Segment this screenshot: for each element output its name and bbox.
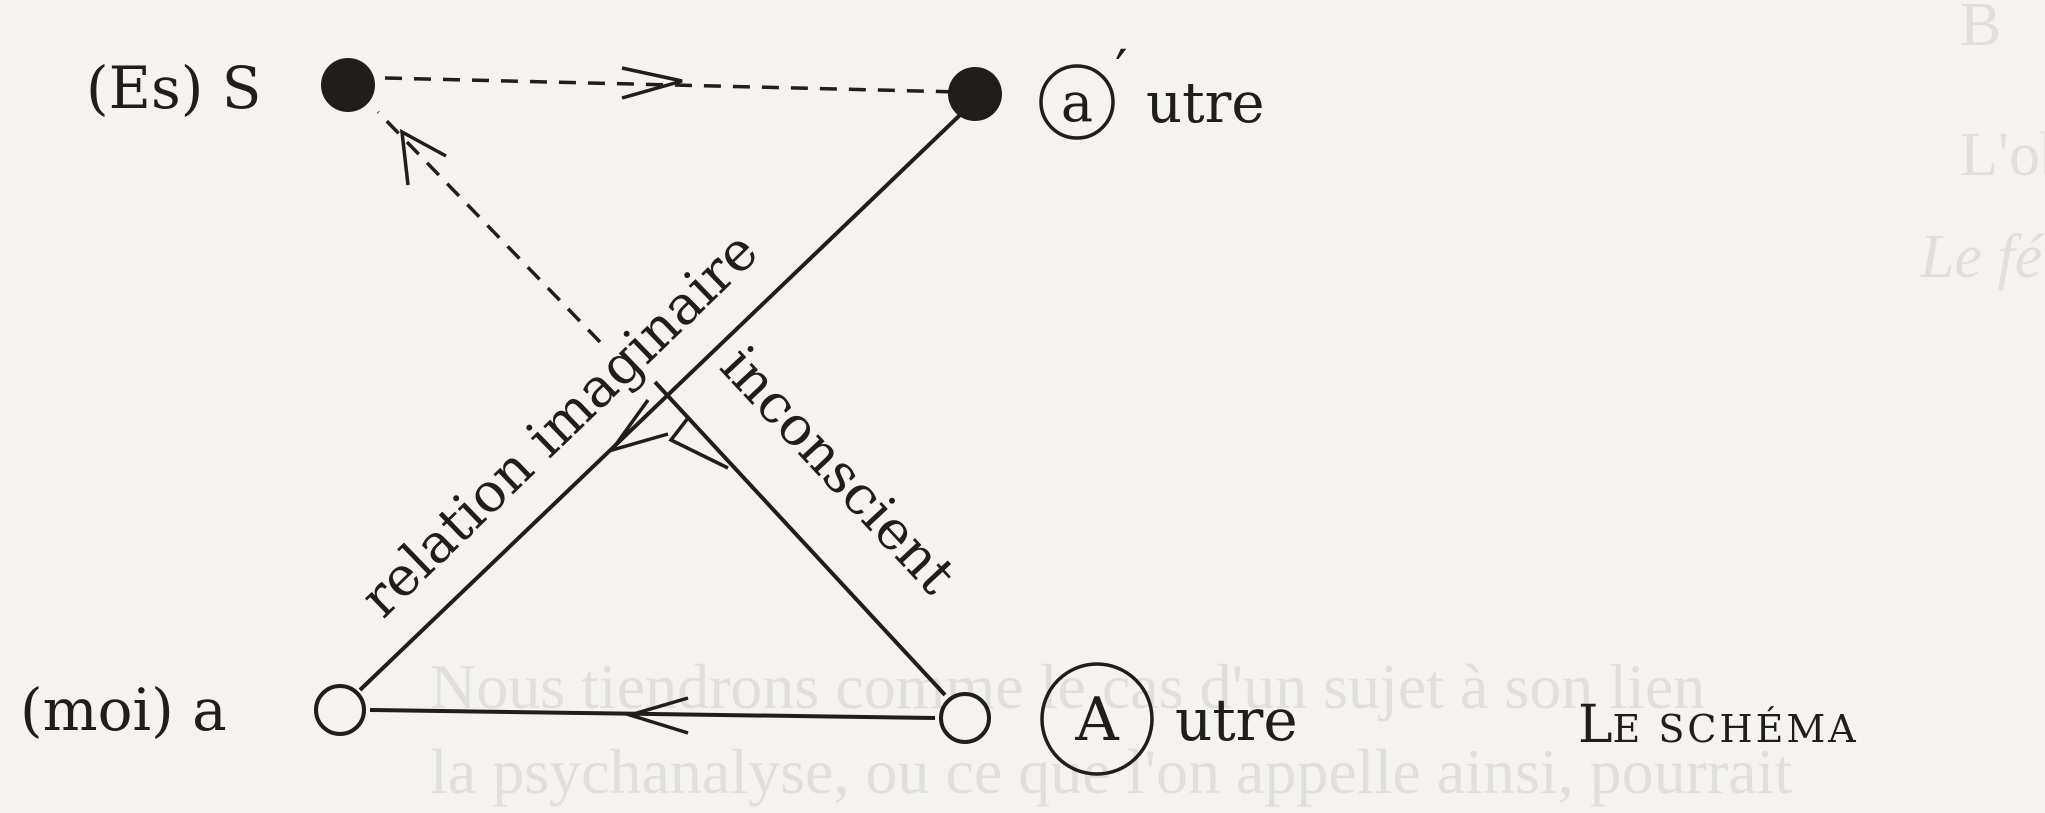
arrowhead-autre-to-s-dashed xyxy=(399,128,447,186)
edge-autre-to-moi xyxy=(369,708,936,720)
arrowhead-aprime-to-moi xyxy=(607,398,669,454)
label-autre-suffix: utre xyxy=(1175,686,1298,754)
label-a-prime-suffix: utre xyxy=(1146,71,1264,136)
edge-autre-to-s-solid xyxy=(653,380,947,697)
edge-autre-to-s-dashed xyxy=(376,110,602,344)
edge-aprime-to-moi xyxy=(358,113,962,692)
arrowhead-autre-to-moi xyxy=(623,696,689,735)
label-moi-a: (moi) a xyxy=(20,676,227,744)
node-autre xyxy=(939,692,991,744)
node-aprime xyxy=(948,67,1002,121)
label-a-prime-mark: ′ xyxy=(1115,39,1128,104)
edge-s-to-aprime xyxy=(384,76,961,94)
node-moi xyxy=(314,684,366,736)
label-a-circled: a xyxy=(1061,71,1093,134)
label-es-s: (Es) S xyxy=(86,54,262,122)
label-relation-imaginaire: relation imaginaire xyxy=(348,219,770,629)
caption-le-schema: LE SCHÉMA xyxy=(1578,695,1859,755)
arrowhead-autre-to-s-solid xyxy=(668,416,729,470)
label-inconscient: inconscient xyxy=(708,334,968,606)
caption-small-caps: E SCHÉMA xyxy=(1613,707,1859,751)
caption-first-letter: L xyxy=(1578,695,1613,755)
circle-around-a xyxy=(1039,64,1115,140)
circle-around-A xyxy=(1040,662,1154,776)
label-A-circled: A xyxy=(1074,685,1119,755)
node-s xyxy=(321,58,375,112)
arrowhead-s-to-aprime xyxy=(621,66,683,100)
